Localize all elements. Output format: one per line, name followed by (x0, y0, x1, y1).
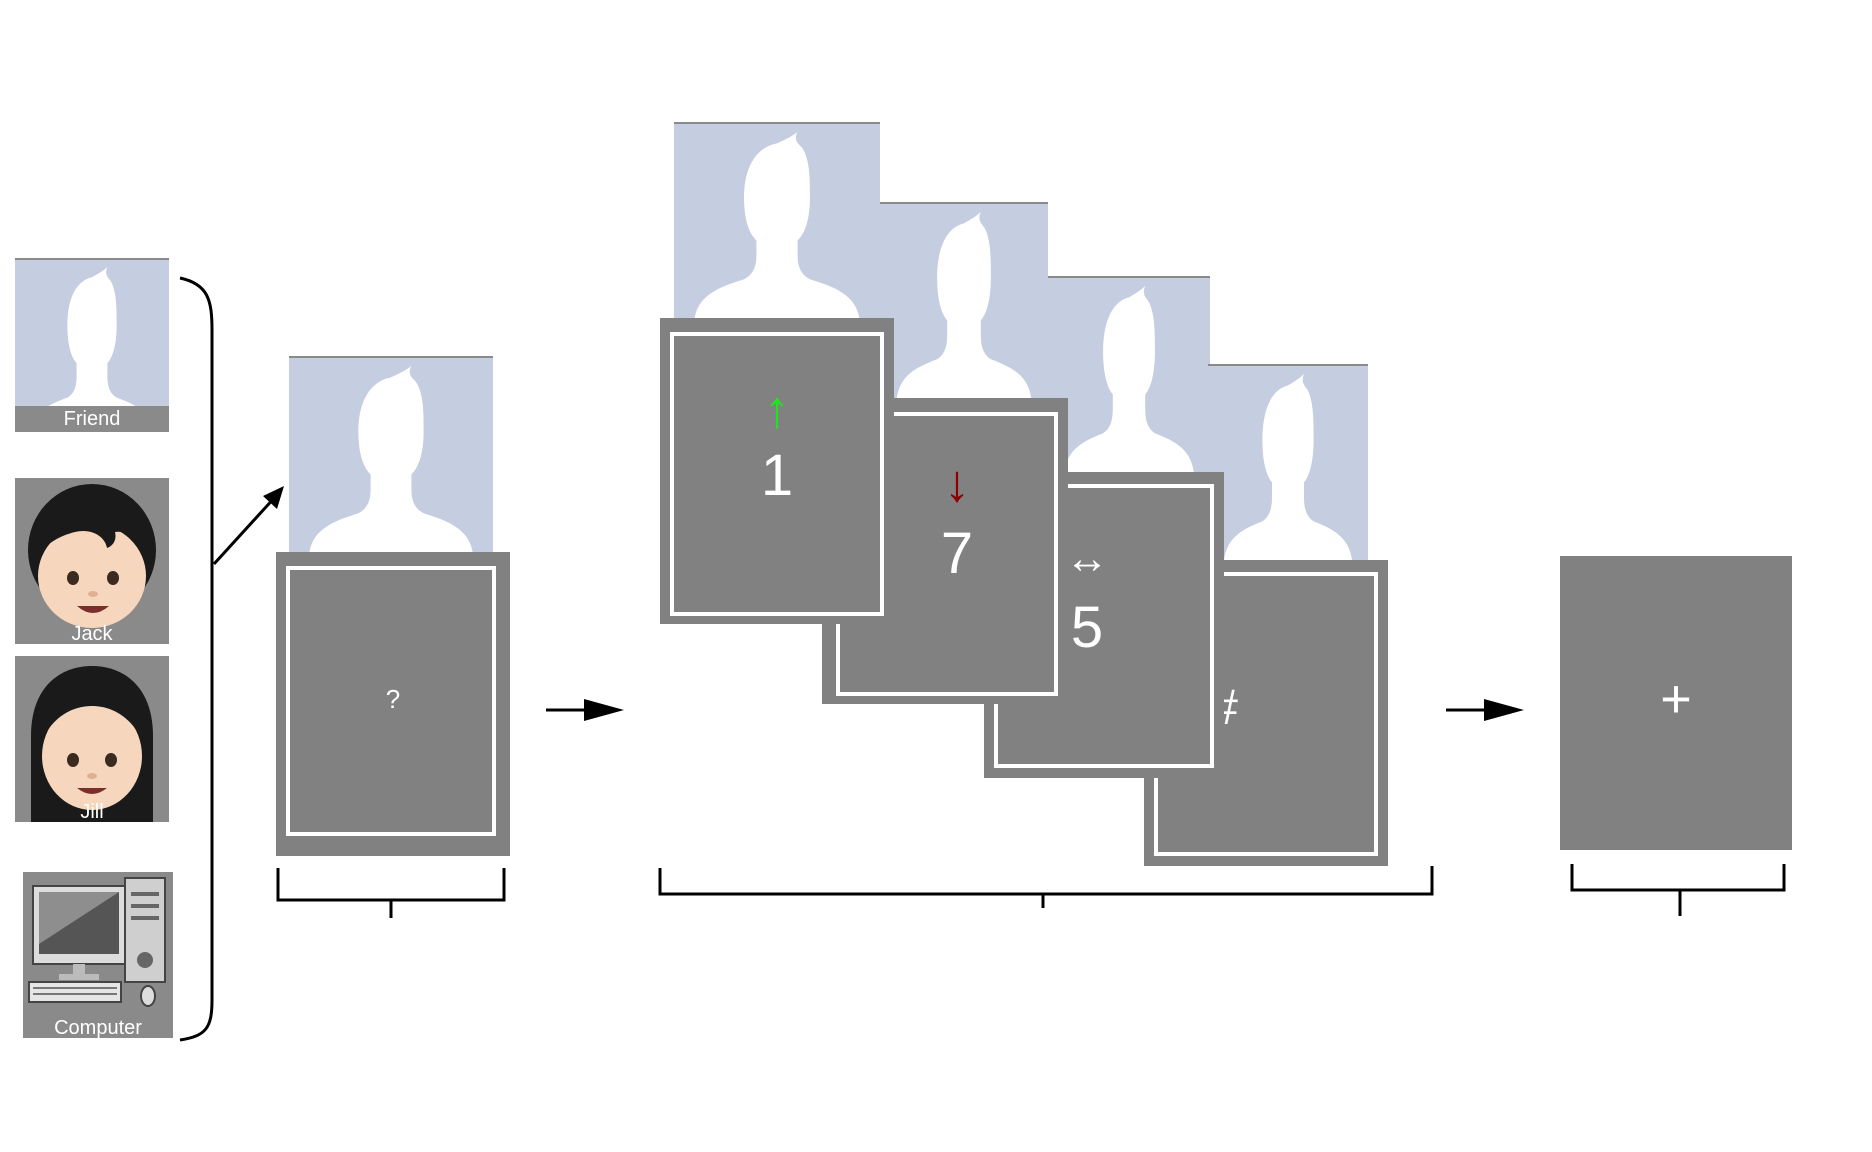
feedback-number-3: 5 (1070, 595, 1104, 660)
feedback-screen-1: ↑ 1 (660, 318, 894, 624)
feedback-photo-3 (1048, 276, 1210, 472)
feedback-number-2: 7 (940, 521, 974, 586)
decision-bracket (276, 868, 506, 918)
feedback-arrow-3: ↔ (1065, 534, 1109, 583)
decision-partner-photo (289, 356, 493, 552)
feedback-number-1: 1 (760, 443, 794, 508)
feedback-bracket (658, 866, 1434, 908)
computer-label: Computer (54, 1017, 142, 1038)
girl-face-icon (15, 656, 169, 822)
feedback-arrow-2: ↓ (944, 455, 970, 513)
decision-frame (286, 566, 496, 836)
decision-screen: ? (276, 552, 510, 856)
friend-label: Friend (15, 406, 169, 432)
diagonal-arrow-line (212, 494, 278, 566)
jack-avatar: Jack (15, 478, 169, 644)
avatar-grouping-brace (179, 276, 214, 1042)
jill-avatar: Jill (15, 656, 169, 822)
fixation-screen: + (1560, 556, 1792, 850)
diagonal-arrowhead (263, 486, 284, 509)
feedback-frame-1 (670, 332, 884, 616)
computer-icon (23, 872, 173, 1038)
jill-label: Jill (80, 801, 104, 822)
friend-avatar: Friend (15, 258, 169, 432)
boy-face-icon (15, 478, 169, 644)
feedback-arrow-1: ↑ (764, 381, 790, 439)
arrow-to-fixation-head (1484, 699, 1524, 721)
jack-label: Jack (71, 623, 113, 644)
feedback-photo-4 (1208, 364, 1368, 560)
fixation-bracket (1570, 864, 1786, 916)
arrow-to-feedback-head (584, 699, 624, 721)
fixation-cross: + (1660, 669, 1692, 729)
question-mark: ? (385, 684, 401, 714)
feedback-photo-1 (674, 122, 880, 318)
feedback-photo-2 (880, 202, 1048, 398)
computer-avatar: Computer (23, 872, 173, 1038)
